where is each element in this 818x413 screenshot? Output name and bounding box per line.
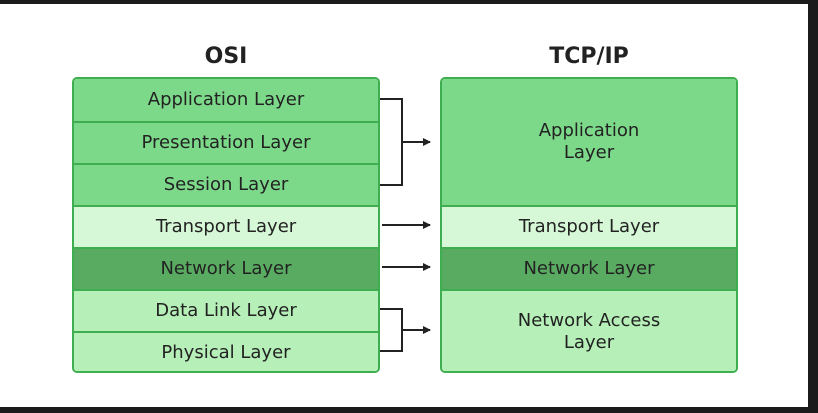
osi-data-link-layer: Data Link Layer (74, 289, 378, 331)
tcpip-application-layer: Application Layer (442, 79, 736, 205)
osi-transport-layer: Transport Layer (74, 205, 378, 247)
bracket-lower (380, 308, 431, 352)
right-border-strip (808, 0, 818, 413)
osi-presentation-layer: Presentation Layer (74, 121, 378, 163)
tcpip-transport-layer: Transport Layer (442, 205, 736, 247)
osi-network-layer: Network Layer (74, 247, 378, 289)
bracket-upper (380, 98, 431, 186)
tcpip-network-access-layer: Network Access Layer (442, 289, 736, 371)
connector-arrows (380, 98, 431, 352)
tcpip-network-layer: Network Layer (442, 247, 736, 289)
tcpip-title: TCP/IP (549, 44, 629, 69)
osi-title: OSI (204, 44, 248, 69)
tcpip-stack: Application Layer Transport Layer Networ… (440, 77, 738, 373)
osi-application-layer: Application Layer (74, 79, 378, 121)
osi-session-layer: Session Layer (74, 163, 378, 205)
diagram-canvas: OSI TCP/IP Application Layer Presentatio… (0, 4, 808, 407)
osi-physical-layer: Physical Layer (74, 331, 378, 371)
osi-stack: Application Layer Presentation Layer Ses… (72, 77, 380, 373)
